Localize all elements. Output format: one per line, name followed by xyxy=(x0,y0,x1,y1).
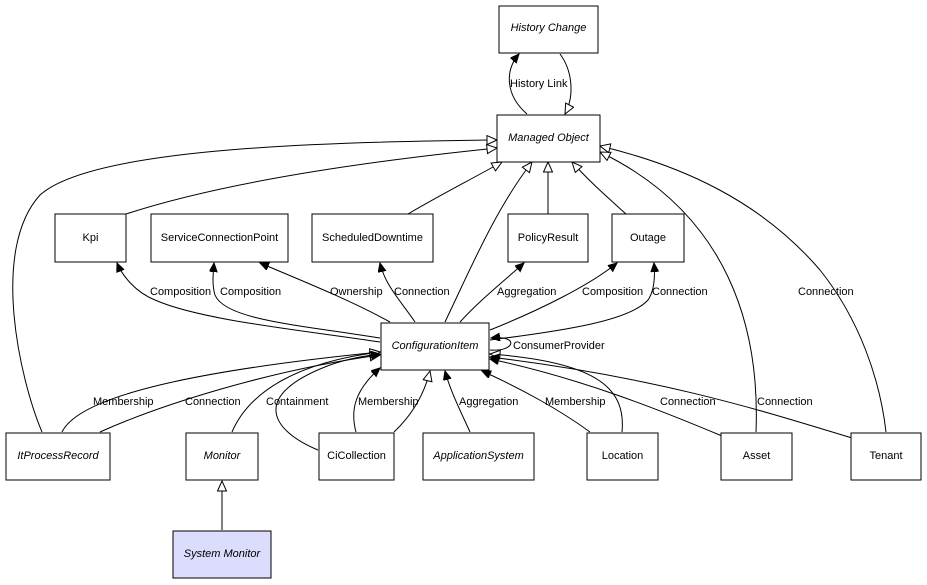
edge-history-link-generalization xyxy=(559,53,571,114)
node-outage[interactable]: Outage xyxy=(611,213,685,263)
node-label: ConfigurationItem xyxy=(392,340,479,352)
node-monitor[interactable]: Monitor xyxy=(185,432,259,481)
label-connection-mo: Connection xyxy=(798,286,854,298)
edge-ci-outage-connection xyxy=(489,263,654,341)
node-system-monitor[interactable]: System Monitor xyxy=(172,530,272,579)
node-label: System Monitor xyxy=(184,548,262,560)
edge-kpi-managed-object xyxy=(125,148,497,215)
node-label: History Change xyxy=(511,22,587,34)
edge-tenant-ci-connection xyxy=(490,357,853,439)
node-label: ApplicationSystem xyxy=(432,450,524,462)
node-label: ScheduledDowntime xyxy=(322,232,423,244)
edge-ci-scheduled-downtime-connection xyxy=(380,263,416,323)
node-history-change[interactable]: History Change xyxy=(498,5,599,54)
node-label: CiCollection xyxy=(327,450,386,462)
label-aggregation-pr: Aggregation xyxy=(497,286,556,298)
edge-configuration-item-managed-object xyxy=(444,162,532,323)
node-location[interactable]: Location xyxy=(586,432,659,481)
node-label: PolicyResult xyxy=(518,232,579,244)
edge-asset-ci-connection xyxy=(490,359,723,437)
label-composition-kpi: Composition xyxy=(150,286,211,298)
edge-it-process-record-ci-connection xyxy=(99,355,380,433)
node-kpi[interactable]: Kpi xyxy=(54,213,127,263)
edge-ci-service-connection-point xyxy=(213,263,381,339)
edge-ci-scheduled-downtime-ownership xyxy=(260,263,391,323)
node-label: Managed Object xyxy=(508,132,590,144)
edge-asset-managed-object xyxy=(600,152,757,433)
label-containment: Containment xyxy=(266,396,328,408)
node-label: Asset xyxy=(743,450,771,462)
label-connection-asset: Connection xyxy=(660,396,716,408)
edge-it-process-record-ci-membership xyxy=(61,352,380,433)
nodes: History Change Managed Object Kpi Servic… xyxy=(5,5,922,579)
node-scheduled-downtime[interactable]: ScheduledDowntime xyxy=(311,213,434,263)
label-connection-tenant: Connection xyxy=(757,396,813,408)
label-connection-sd: Connection xyxy=(394,286,450,298)
edge-outage-managed-object xyxy=(572,162,627,215)
node-configuration-item[interactable]: ConfigurationItem xyxy=(380,322,490,371)
node-label: ServiceConnectionPoint xyxy=(161,232,278,244)
node-managed-object[interactable]: Managed Object xyxy=(496,114,601,163)
node-it-process-record[interactable]: ItProcessRecord xyxy=(5,432,111,481)
node-asset[interactable]: Asset xyxy=(720,432,793,481)
edge-location-ci-membership xyxy=(482,371,591,433)
edge-tenant-managed-object xyxy=(600,146,887,433)
node-policy-result[interactable]: PolicyResult xyxy=(507,213,589,263)
label-aggregation-as: Aggregation xyxy=(459,396,518,408)
label-membership-cic: Membership xyxy=(358,396,419,408)
edge-ci-collection-ci-generalization xyxy=(393,371,430,433)
label-composition-scp: Composition xyxy=(220,286,281,298)
label-composition-outage: Composition xyxy=(582,286,643,298)
node-ci-collection[interactable]: CiCollection xyxy=(318,432,395,481)
edge-ci-collection-ci-membership xyxy=(353,368,380,433)
edge-location-ci-generalization xyxy=(490,354,623,433)
node-label: Outage xyxy=(630,232,666,244)
edge-ci-collection-ci-containment xyxy=(275,354,380,451)
node-label: Kpi xyxy=(83,232,99,244)
edge-scheduled-downtime-managed-object xyxy=(407,162,502,215)
node-tenant[interactable]: Tenant xyxy=(850,432,922,481)
label-membership-loc: Membership xyxy=(545,396,606,408)
edge-history-link-to-history xyxy=(508,54,528,115)
label-history-link: History Link xyxy=(510,78,568,90)
edge-it-process-record-managed-object xyxy=(12,140,497,433)
edge-monitor-ci xyxy=(231,352,380,433)
node-application-system[interactable]: ApplicationSystem xyxy=(422,432,535,481)
edge-ci-outage-composition xyxy=(489,263,617,331)
node-label: ItProcessRecord xyxy=(17,450,99,462)
edge-application-system-ci xyxy=(445,371,471,433)
node-label: Location xyxy=(602,450,644,462)
node-service-connection-point[interactable]: ServiceConnectionPoint xyxy=(150,213,289,263)
label-membership-ipr: Membership xyxy=(93,396,154,408)
label-connection-ipr: Connection xyxy=(185,396,241,408)
node-label: Tenant xyxy=(869,450,902,462)
label-ownership: Ownership xyxy=(330,286,383,298)
label-consumer-provider: ConsumerProvider xyxy=(513,340,605,352)
node-label: Monitor xyxy=(204,450,242,462)
edge-ci-policy-result xyxy=(459,263,524,323)
edge-ci-kpi xyxy=(117,263,381,343)
edges xyxy=(12,53,887,530)
label-connection-outage: Connection xyxy=(652,286,708,298)
edge-labels: History Link Composition Composition Own… xyxy=(93,78,854,408)
